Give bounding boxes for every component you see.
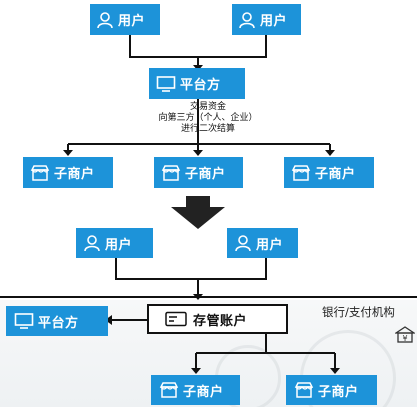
top-merchant-node-2[interactable]: 子商户 — [154, 157, 243, 188]
platform-label: 平台方 — [180, 78, 221, 93]
custody-account-node[interactable]: 存管账户 — [147, 304, 288, 334]
bottom-platform-node[interactable]: 平台方 — [6, 306, 108, 336]
user-icon — [234, 234, 252, 252]
store-icon — [291, 164, 311, 182]
user-label: 用户 — [256, 237, 284, 253]
down-arrow-icon — [171, 196, 225, 229]
annotation-line-2: 向第三方（个人、企业） — [158, 113, 258, 123]
annotation-line-3: 进行二次结算 — [180, 124, 235, 134]
annotation-line-1: 交易资金 — [189, 102, 226, 112]
store-icon — [294, 381, 314, 399]
user-icon — [96, 11, 114, 29]
settlement-annotation: 交易资金 向第三方（个人、企业） 进行二次结算 — [143, 102, 273, 135]
svg-text:¥: ¥ — [402, 334, 407, 343]
bank-label: 银行/支付机构 — [322, 305, 395, 319]
merchant-label: 子商户 — [315, 167, 356, 182]
platform-label: 平台方 — [38, 315, 79, 331]
merchant-label: 子商户 — [185, 167, 226, 182]
bank-icon: ¥ — [393, 325, 417, 349]
merchant-label: 子商户 — [183, 384, 224, 400]
top-merchant-node-3[interactable]: 子商户 — [284, 157, 374, 188]
bottom-merchant-node-1[interactable]: 子商户 — [151, 375, 240, 405]
merchant-label: 子商户 — [318, 384, 359, 400]
store-icon — [161, 164, 181, 182]
user-icon — [238, 11, 256, 29]
user-label: 用户 — [118, 14, 146, 29]
store-icon — [159, 381, 179, 399]
store-icon — [30, 164, 50, 182]
top-user-node-1[interactable]: 用户 — [90, 4, 160, 35]
user-icon — [83, 234, 101, 252]
monitor-icon — [156, 75, 176, 93]
custody-account-label: 存管账户 — [193, 313, 248, 329]
top-user-node-2[interactable]: 用户 — [232, 4, 301, 35]
top-platform-node[interactable]: 平台方 — [149, 68, 245, 99]
user-label: 用户 — [260, 14, 288, 29]
monitor-icon — [14, 312, 34, 330]
bottom-user-node-2[interactable]: 用户 — [227, 228, 298, 258]
bottom-merchant-node-2[interactable]: 子商户 — [286, 375, 377, 405]
card-icon — [165, 311, 187, 327]
merchant-label: 子商户 — [54, 167, 95, 182]
bottom-user-node-1[interactable]: 用户 — [76, 228, 153, 258]
background-decoration — [300, 330, 396, 407]
user-label: 用户 — [105, 237, 133, 253]
top-merchant-node-1[interactable]: 子商户 — [23, 157, 113, 188]
